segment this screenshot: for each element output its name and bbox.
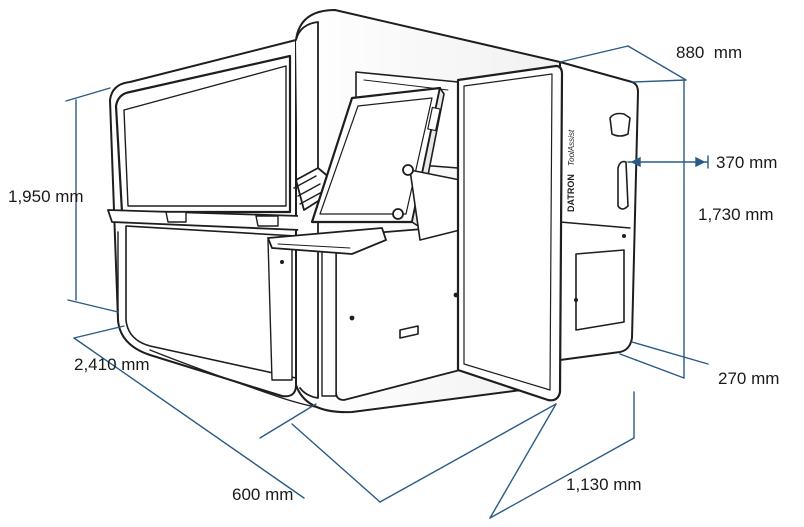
dim-line-front-width bbox=[259, 403, 317, 439]
dim-line-depth-top bbox=[559, 45, 629, 63]
dimension-lines bbox=[65, 45, 709, 519]
monitor-screen bbox=[319, 97, 433, 215]
keyboard-tray bbox=[267, 227, 387, 255]
lower-cabinet bbox=[125, 225, 297, 379]
label-front-width: 600 mm bbox=[232, 485, 294, 504]
label-panel-offset: 370 mm bbox=[716, 153, 778, 172]
label-foot-offset: 270 mm bbox=[718, 369, 780, 388]
toolassist-handle bbox=[617, 160, 629, 210]
label-height-side: 1,730 mm bbox=[698, 205, 774, 224]
machine-body bbox=[107, 9, 639, 414]
label-depth-top: 880 mm bbox=[676, 43, 743, 62]
dim-line-cabinet-width bbox=[489, 437, 635, 519]
product-text: ToolAssist bbox=[567, 129, 576, 166]
label-cabinet-width: 1,130 mm bbox=[566, 475, 642, 494]
cabinet-door bbox=[456, 64, 564, 402]
dim-line-foot-offset bbox=[631, 341, 709, 365]
front-window bbox=[114, 54, 292, 214]
toolassist-window bbox=[575, 249, 625, 331]
brand-text: DATRON bbox=[566, 174, 576, 212]
dim-line-length-left bbox=[73, 325, 125, 339]
label-height-total: 1,950 mm bbox=[8, 187, 84, 206]
label-length-left: 2,410 mm bbox=[74, 355, 150, 374]
